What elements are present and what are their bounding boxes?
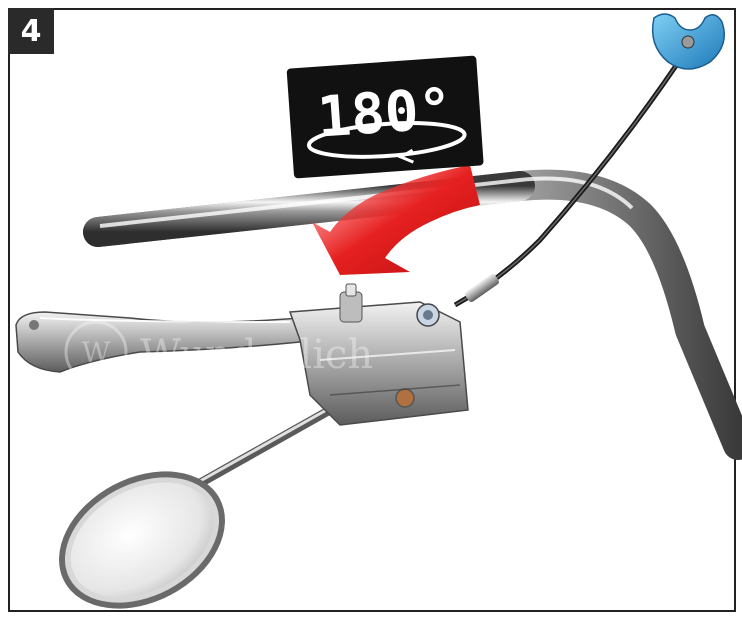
rotation-label-panel: 180° xyxy=(286,55,484,179)
rotation-direction-icon xyxy=(397,148,414,164)
svg-text:W: W xyxy=(82,336,111,369)
clutch-lever xyxy=(15,311,301,373)
step-number-badge: 4 xyxy=(8,8,54,54)
rotation-arrow-icon xyxy=(312,165,480,275)
clutch-cable xyxy=(453,43,693,308)
watermark-text: Wunderlich xyxy=(140,332,373,378)
clutch-perch xyxy=(288,283,469,426)
watermark: W Wunderlich xyxy=(64,320,373,384)
rotation-label: 180° xyxy=(315,76,454,150)
mirror xyxy=(59,471,225,609)
cable-ring-icon xyxy=(651,13,725,70)
